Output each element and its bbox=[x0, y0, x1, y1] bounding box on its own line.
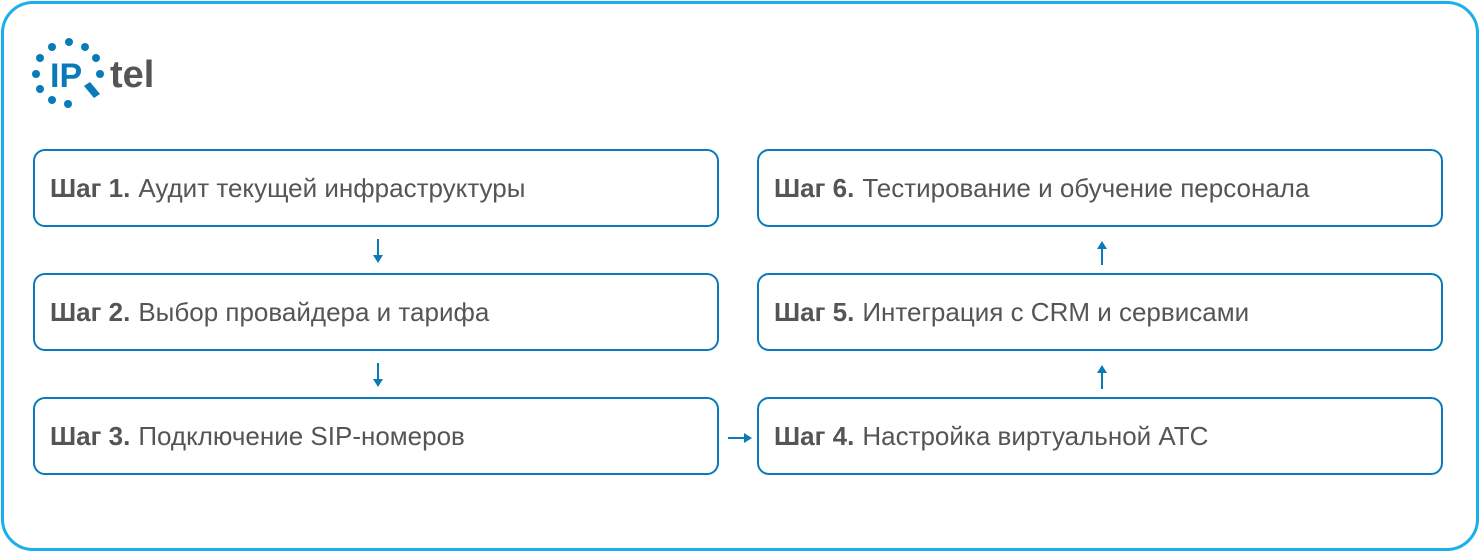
iptel-logo: IP tel bbox=[32, 38, 154, 108]
arrow-up-icon bbox=[1097, 241, 1107, 265]
step-5: Шаг 5.Интеграция с CRM и сервисами bbox=[757, 273, 1443, 351]
step-number: Шаг 2. bbox=[50, 296, 131, 327]
step-text: Аудит текущей инфраструктуры bbox=[138, 172, 526, 203]
step-number: Шаг 5. bbox=[774, 296, 855, 327]
step-text: Выбор провайдера и тарифа bbox=[138, 296, 490, 327]
step-6: Шаг 6.Тестирование и обучение персонала bbox=[757, 149, 1443, 227]
step-text: Тестирование и обучение персонала bbox=[862, 172, 1310, 203]
step-number: Шаг 3. bbox=[50, 420, 131, 451]
step-text: Интеграция с CRM и сервисами bbox=[862, 296, 1250, 327]
svg-text:IP: IP bbox=[50, 57, 82, 95]
step-text: Подключение SIP-номеров bbox=[138, 420, 465, 451]
step-2: Шаг 2.Выбор провайдера и тарифа bbox=[33, 273, 719, 351]
step-3: Шаг 3.Подключение SIP-номеров bbox=[33, 397, 719, 475]
svg-text:tel: tel bbox=[110, 54, 154, 96]
arrow-right-icon bbox=[728, 433, 752, 443]
step-text: Настройка виртуальной АТС bbox=[862, 420, 1209, 451]
arrow-up-icon bbox=[1097, 365, 1107, 389]
step-number: Шаг 6. bbox=[774, 172, 855, 203]
step-number: Шаг 1. bbox=[50, 172, 131, 203]
step-4: Шаг 4.Настройка виртуальной АТС bbox=[757, 397, 1443, 475]
step-number: Шаг 4. bbox=[774, 420, 855, 451]
step-1: Шаг 1.Аудит текущей инфраструктуры bbox=[33, 149, 719, 227]
arrow-down-icon bbox=[373, 363, 383, 387]
arrow-down-icon bbox=[373, 239, 383, 263]
